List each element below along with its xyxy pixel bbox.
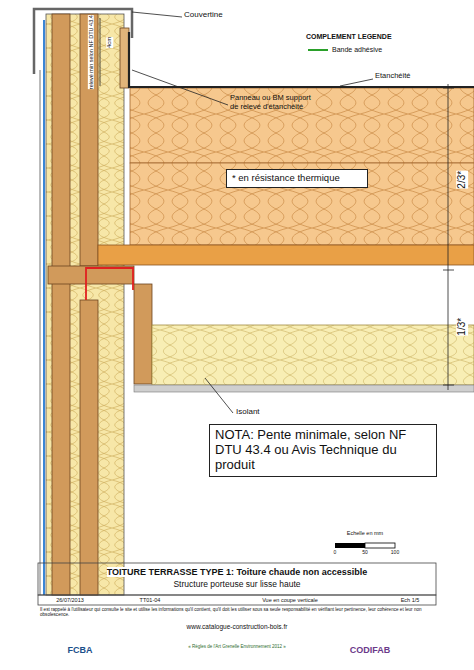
label: Etanchéité (375, 72, 410, 81)
drawing-subtitle: Structure porteuse sur lisse haute (173, 580, 300, 590)
label: Isolant (236, 407, 260, 416)
label: Couvertine (184, 10, 223, 19)
wall (40, 14, 134, 595)
couvertine (34, 9, 132, 74)
label: 26/07/2013 (56, 597, 84, 603)
note-text: NOTA: Pente minimale, selon NF DTU 43.4 … (215, 428, 431, 473)
label: www.catalogue-construction-bois.fr (187, 623, 288, 630)
label: CODIFAB (350, 645, 391, 655)
label: FCBA (68, 645, 93, 655)
label: 2/3* (456, 171, 468, 189)
drawing-title: TOITURE TERRASSE TYPE 1: Toiture chaude … (107, 567, 368, 577)
label: Il est rappelé à l'utilisateur qui consu… (40, 607, 434, 618)
label: relevé min selon NF DTU 43.4 (88, 15, 94, 89)
legend-line-sample (308, 49, 328, 51)
label: TT01-04 (140, 597, 161, 603)
leader-lines (132, 12, 373, 413)
note-box: NOTA: Pente minimale, selon NF DTU 43.4 … (209, 424, 437, 477)
label: « Règles de l'Art Grenelle Environnement… (188, 644, 286, 649)
note-text: * en résistance thermique (232, 173, 362, 184)
label: 100 (391, 550, 399, 556)
label: 0 (334, 550, 337, 556)
label: 1/3* (456, 318, 468, 336)
label: 4cm (107, 36, 114, 47)
title-block (38, 563, 436, 605)
legend-text: Bande adhésive (332, 46, 382, 54)
roof (86, 32, 474, 392)
scale-bar (335, 543, 395, 548)
label: Ech 1/5 (401, 597, 420, 603)
label: Panneau ou BM support de relevé d'étanch… (230, 94, 320, 111)
label: COMPLEMENT LEGENDE (306, 33, 392, 41)
label: Vue en coupe verticale (262, 597, 318, 603)
dimension-lines (100, 18, 454, 390)
note-box: * en résistance thermique (226, 169, 368, 188)
label: Echelle en mm (347, 530, 383, 536)
label: 50 (362, 550, 368, 556)
